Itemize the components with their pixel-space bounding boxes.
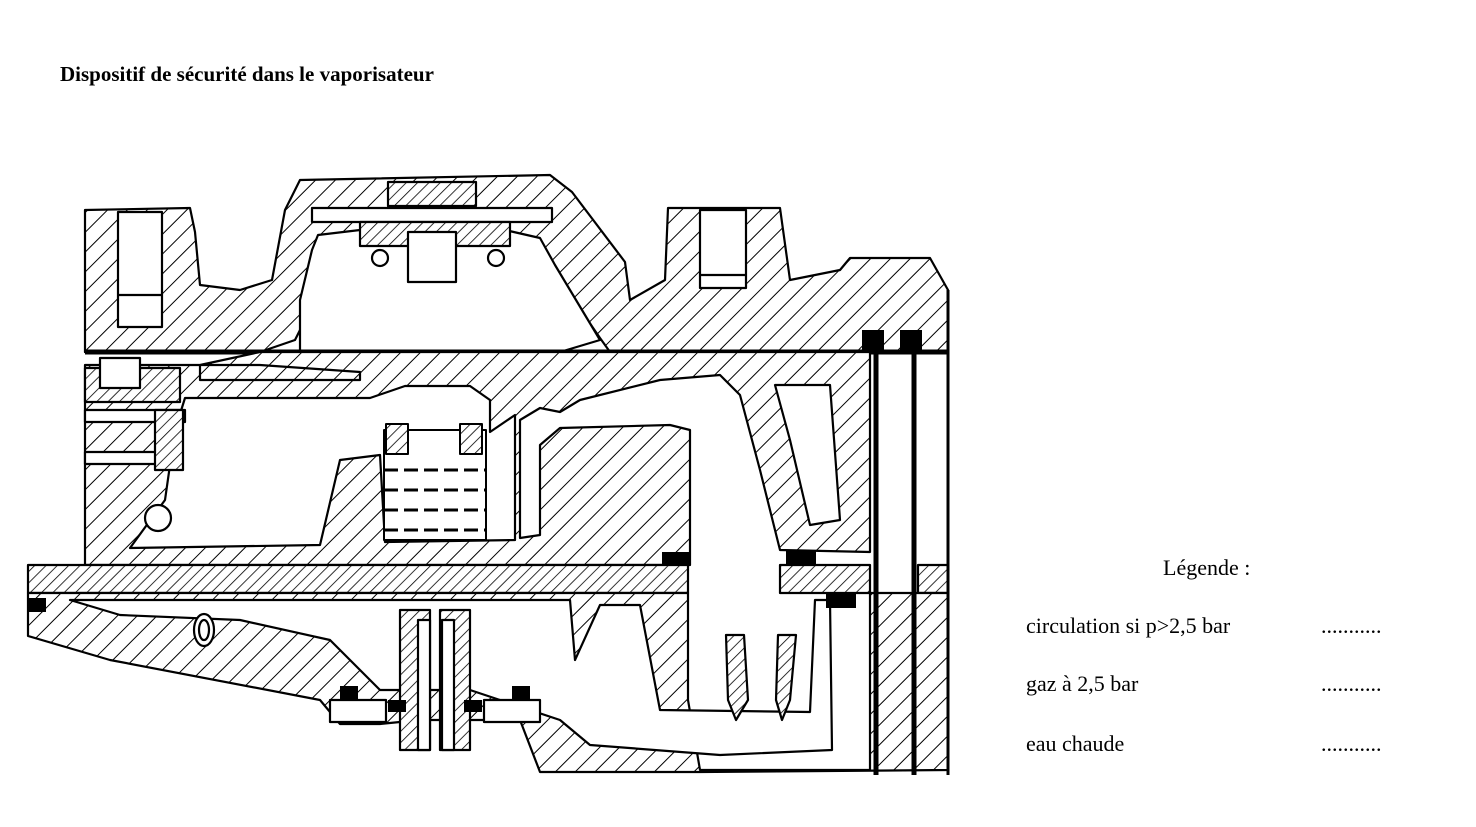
right-channel bbox=[773, 383, 842, 527]
left-bolt bbox=[116, 210, 164, 329]
legend-blank-circulation: ........... bbox=[1321, 613, 1382, 638]
top-valve-stem bbox=[406, 230, 458, 284]
legend-blank-gas: ........... bbox=[1321, 671, 1382, 696]
right-bolt bbox=[698, 208, 748, 290]
base-plate bbox=[26, 563, 690, 595]
legend-label-gas: gaz à 2,5 bar bbox=[1026, 671, 1139, 696]
top-valve-plate bbox=[310, 206, 554, 224]
valve-spring bbox=[383, 423, 487, 541]
legend-blank-hot-water: ........... bbox=[1321, 731, 1382, 756]
fin-right bbox=[774, 633, 798, 722]
legend-label-hot-water: eau chaude bbox=[1026, 731, 1125, 756]
seals bbox=[28, 330, 922, 712]
fin-left bbox=[724, 633, 750, 722]
top-valve-cap bbox=[386, 180, 478, 208]
legend-title: Légende : bbox=[1163, 555, 1251, 580]
pivot-pin bbox=[143, 503, 173, 533]
diagram-title: Dispositif de sécurité dans le vaporisat… bbox=[60, 62, 434, 86]
legend-label-circulation: circulation si p>2,5 bar bbox=[1026, 613, 1231, 638]
